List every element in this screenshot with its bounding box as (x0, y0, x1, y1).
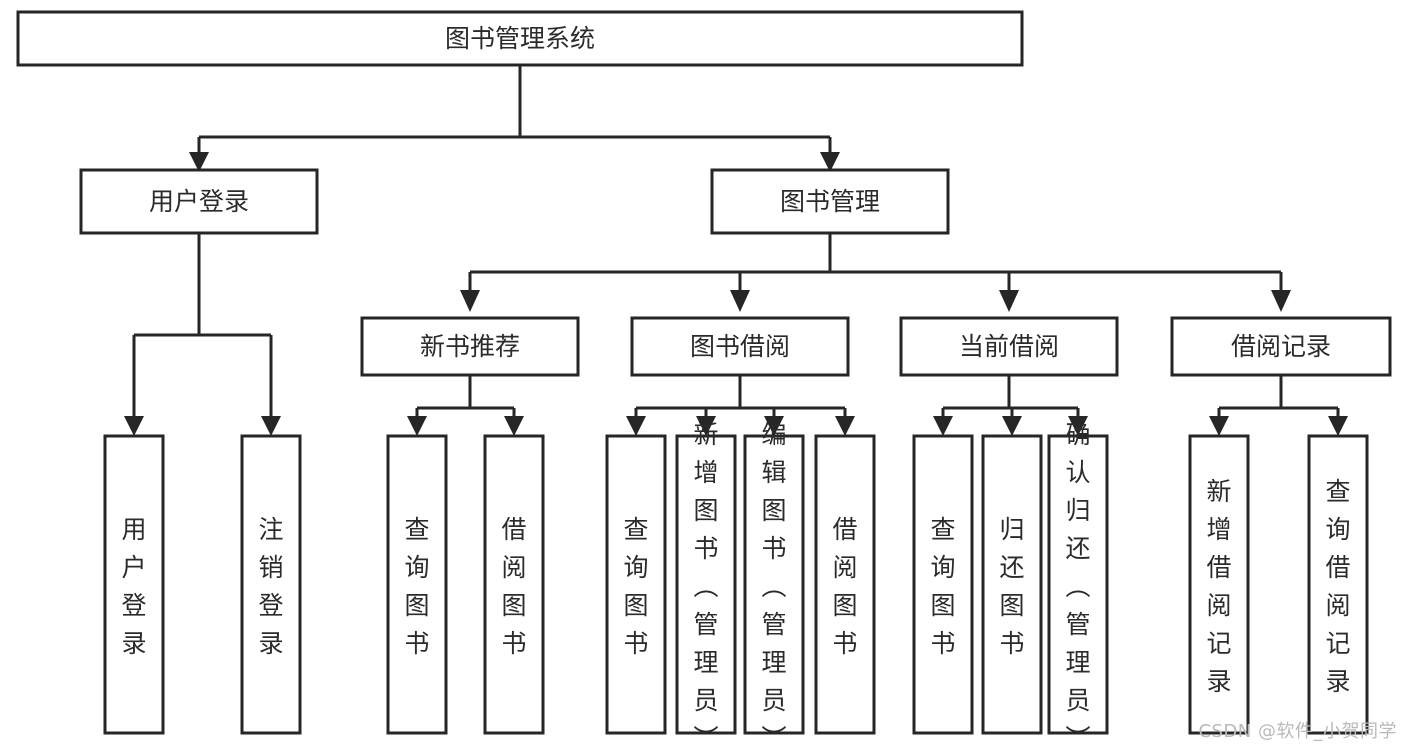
node-label: 查询图书 (623, 515, 648, 658)
node-box (16, 10, 1024, 67)
node-box (240, 434, 302, 735)
node-book-management[interactable]: 图书管理 (710, 168, 950, 235)
arrowhead-leaf-borrow-book-2 (835, 416, 855, 436)
arrowhead-leaf-query-book-3 (933, 416, 953, 436)
node-current-borrow[interactable]: 当前借阅 (899, 316, 1119, 377)
arrowhead-book-management (820, 152, 840, 172)
node-leaf-add-record[interactable]: 新增借阅记录 (1188, 434, 1250, 735)
node-label: 查询图书 (930, 515, 955, 658)
node-leaf-return-book[interactable]: 归还图书 (981, 434, 1043, 735)
node-box (743, 434, 805, 735)
node-label: 用户登录 (121, 515, 146, 658)
arrowhead-user-login (189, 152, 209, 172)
node-label: 新书推荐 (420, 332, 520, 361)
arrowhead-leaf-query-book-1 (407, 416, 427, 436)
node-leaf-add-book[interactable]: 新增图书︵管理员︶ (675, 420, 737, 747)
node-leaf-borrow-book-2[interactable]: 借阅图书 (814, 434, 876, 735)
arrowhead-borrow-record (1271, 290, 1291, 312)
node-box (386, 434, 448, 735)
node-label: 图书管理 (780, 187, 880, 216)
node-box (675, 434, 737, 735)
arrowhead-leaf-query-record (1328, 416, 1348, 436)
node-label: 归还图书 (999, 515, 1024, 658)
node-label: 查询借阅记录 (1325, 477, 1350, 696)
node-box (814, 434, 876, 735)
node-user-login[interactable]: 用户登录 (79, 168, 319, 235)
arrowhead-leaf-edit-book (764, 416, 784, 436)
node-leaf-user-login[interactable]: 用户登录 (103, 434, 165, 735)
arrowhead-leaf-confirm-return (1068, 416, 1088, 436)
arrowhead-leaf-logout-login (261, 416, 281, 436)
arrowhead-leaf-query-book-2 (626, 416, 646, 436)
node-label: 注销登录 (258, 515, 283, 658)
node-leaf-borrow-book-1[interactable]: 借阅图书 (483, 434, 545, 735)
arrowhead-leaf-user-login (124, 416, 144, 436)
node-box (483, 434, 545, 735)
node-leaf-edit-book[interactable]: 编辑图书︵管理员︶ (743, 420, 805, 747)
node-label: 新增图书︵管理员︶ (693, 420, 718, 747)
node-box (899, 316, 1119, 377)
node-box (981, 434, 1043, 735)
node-box (79, 168, 319, 235)
arrowhead-leaf-borrow-book-1 (504, 416, 524, 436)
arrowhead-new-book-recommend (460, 290, 480, 312)
node-box (1307, 434, 1369, 735)
node-box (710, 168, 950, 235)
node-label: 编辑图书︵管理员︶ (761, 420, 786, 747)
arrowhead-book-borrow (730, 290, 750, 312)
node-leaf-logout-login[interactable]: 注销登录 (240, 434, 302, 735)
node-box (605, 434, 667, 735)
node-new-book-recommend[interactable]: 新书推荐 (360, 316, 580, 377)
node-borrow-record[interactable]: 借阅记录 (1170, 316, 1392, 377)
node-label: 图书借阅 (690, 332, 790, 361)
arrowhead-leaf-return-book (1002, 416, 1022, 436)
node-label: 图书管理系统 (445, 24, 595, 53)
csdn-watermark: CSDN @软件_小贺同学 (1198, 721, 1397, 742)
node-label: 确认归还︵管理员︶ (1065, 420, 1090, 747)
node-box (103, 434, 165, 735)
node-box (630, 316, 850, 377)
node-book-borrow[interactable]: 图书借阅 (630, 316, 850, 377)
node-label: 借阅记录 (1231, 332, 1331, 361)
arrowhead-layer (124, 152, 1348, 436)
arrowhead-leaf-add-record (1209, 416, 1229, 436)
node-leaf-query-record[interactable]: 查询借阅记录 (1307, 434, 1369, 735)
node-label: 用户登录 (149, 187, 249, 216)
node-label: 当前借阅 (959, 332, 1059, 361)
edge-layer (132, 65, 1340, 416)
node-box (1188, 434, 1250, 735)
node-label: 查询图书 (404, 515, 429, 658)
arrowhead-leaf-add-book (696, 416, 716, 436)
node-label: 借阅图书 (832, 515, 857, 658)
node-leaf-query-book-3[interactable]: 查询图书 (912, 434, 974, 735)
node-root-title[interactable]: 图书管理系统 (16, 10, 1024, 67)
arrowhead-current-borrow (999, 290, 1019, 312)
node-leaf-query-book-2[interactable]: 查询图书 (605, 434, 667, 735)
node-box (912, 434, 974, 735)
node-box (1170, 316, 1392, 377)
node-box (360, 316, 580, 377)
node-box (1047, 434, 1109, 735)
node-leaf-query-book-1[interactable]: 查询图书 (386, 434, 448, 735)
node-leaf-confirm-return[interactable]: 确认归还︵管理员︶ (1047, 420, 1109, 747)
node-label: 新增借阅记录 (1206, 477, 1231, 696)
node-label: 借阅图书 (501, 515, 526, 658)
